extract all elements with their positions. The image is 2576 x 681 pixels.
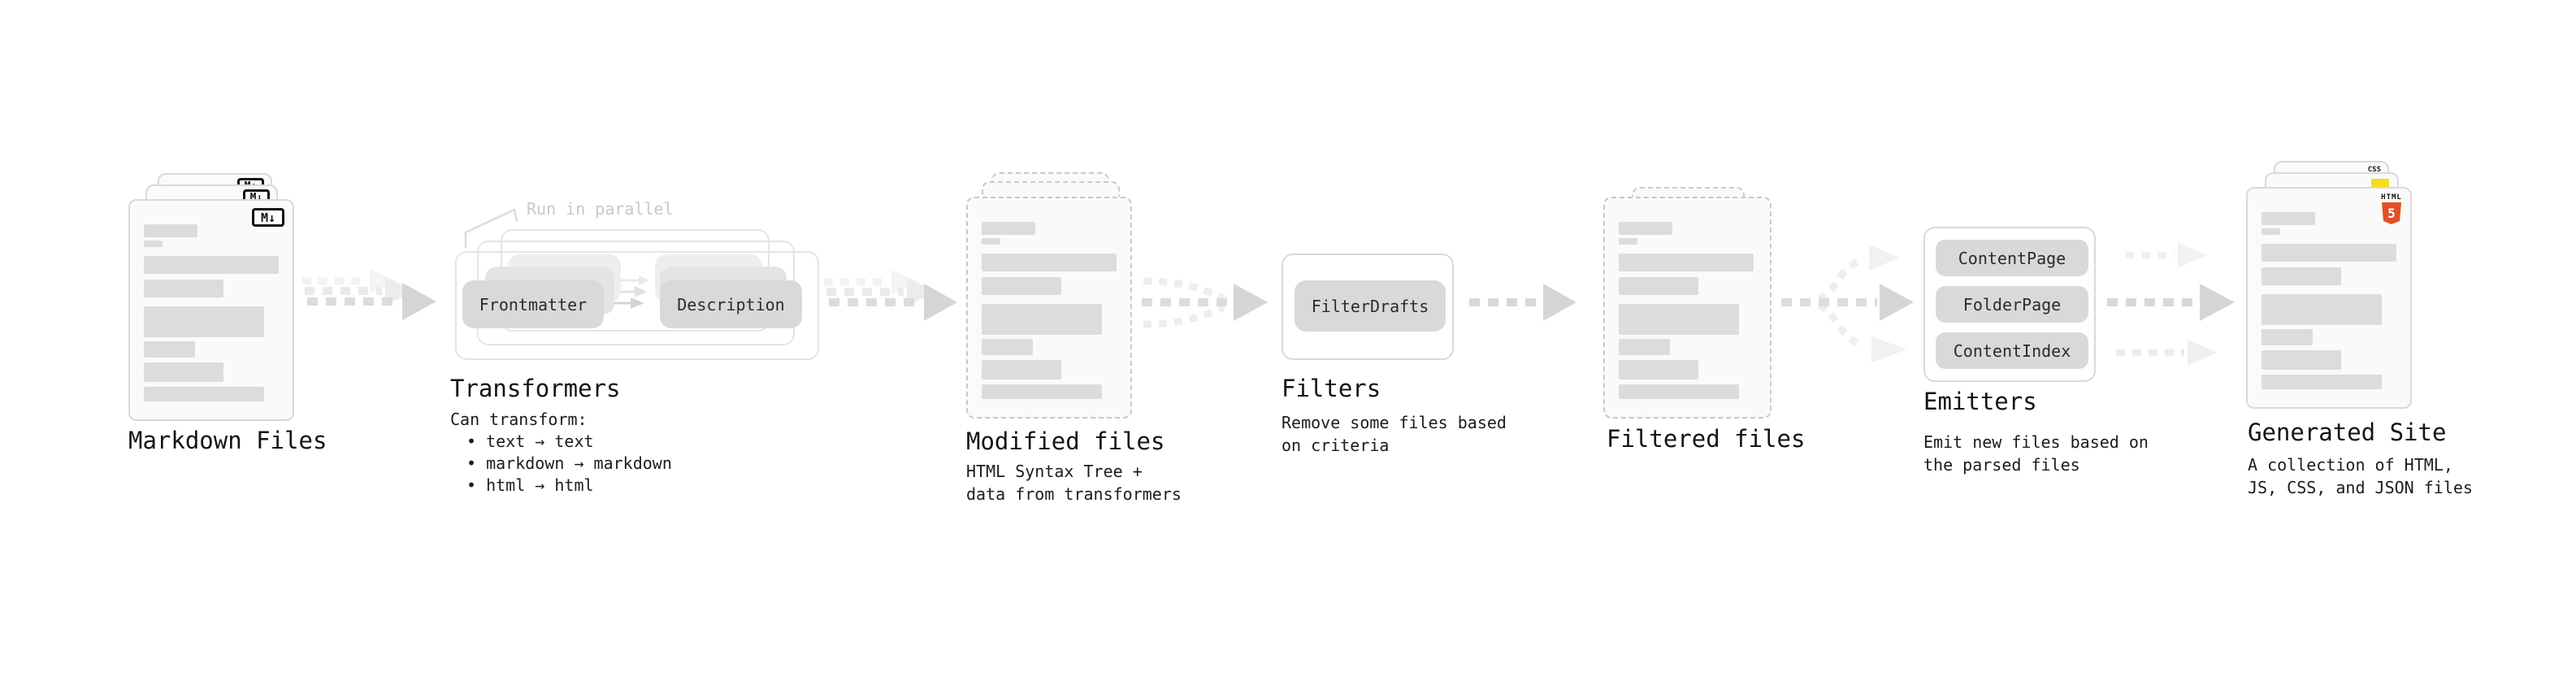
- transformer-pill-frontmatter: Frontmatter: [462, 280, 604, 328]
- stage-label-filtered-files: Filtered files: [1607, 425, 1806, 453]
- doc-text-bar: [2262, 228, 2280, 235]
- stage-label-modified-files: Modified files: [966, 427, 1165, 455]
- html5-icon-word: HTML: [2381, 193, 2402, 202]
- arrow-emitters-to-generated: [2107, 242, 2235, 366]
- stage-label-filters: Filters: [1281, 375, 1381, 402]
- doc-text-bar: [1619, 384, 1739, 399]
- bullet-item: • html → html: [466, 475, 594, 495]
- js-icon: [2371, 179, 2389, 187]
- transformer-pill-description: Description: [660, 280, 802, 328]
- run-in-parallel-annotation: Run in parallel: [527, 199, 674, 219]
- doc-text-bar: [2262, 294, 2382, 325]
- doc-text-bar: [2262, 329, 2313, 345]
- transformers-caption: Can transform: • text → text • markdown …: [450, 409, 672, 497]
- doc-text-bar: [2262, 350, 2341, 370]
- filters-card: FilterDrafts: [1281, 254, 1454, 360]
- doc-card: [966, 197, 1132, 419]
- caption-title: Can transform:: [450, 410, 588, 429]
- doc-text-bar: [144, 306, 264, 337]
- doc-text-bar: [2262, 375, 2382, 389]
- doc-text-bar: [982, 339, 1033, 355]
- doc-text-bar: [1619, 254, 1754, 271]
- stage-filtered-files: [1603, 187, 1806, 463]
- html5-icon-shield: 5: [2382, 202, 2401, 224]
- stage-markdown-files: M↓ M↓ M↓: [128, 159, 332, 436]
- markdown-icon: M↓: [252, 208, 284, 227]
- stage-modified-files: [966, 172, 1169, 449]
- filter-pill-filterdrafts: FilterDrafts: [1295, 280, 1446, 332]
- doc-card: HTML 5: [2246, 187, 2412, 409]
- doc-text-bar: [2262, 212, 2315, 225]
- doc-text-bar: [982, 277, 1061, 295]
- doc-text-bar: [1619, 277, 1698, 295]
- doc-text-bar: [2262, 244, 2396, 262]
- doc-text-skeleton: [1619, 222, 1756, 399]
- stage-label-transformers: Transformers: [450, 375, 621, 402]
- doc-text-bar: [144, 241, 163, 247]
- doc-text-bar: [144, 341, 195, 358]
- doc-text-skeleton: [2262, 212, 2396, 389]
- stage-generated-site: CSS HTML 5: [2246, 161, 2449, 437]
- doc-text-bar: [1619, 360, 1698, 380]
- doc-text-skeleton: [982, 222, 1117, 399]
- emitter-pill-contentindex: ContentIndex: [1936, 332, 2088, 369]
- doc-text-bar: [2262, 267, 2341, 285]
- doc-card: M↓: [128, 199, 294, 421]
- html5-icon-number: 5: [2387, 206, 2396, 221]
- doc-text-bar: [982, 254, 1117, 271]
- doc-text-bar: [982, 360, 1061, 380]
- doc-text-bar: [144, 224, 197, 237]
- emitters-caption: Emit new files based on the parsed files: [1923, 432, 2149, 475]
- emitter-pill-folderpage: FolderPage: [1936, 286, 2088, 323]
- emitter-pill-contentpage: ContentPage: [1936, 240, 2088, 276]
- doc-text-bar: [144, 280, 223, 297]
- stage-label-generated-site: Generated Site: [2248, 419, 2447, 446]
- doc-text-bar: [1619, 339, 1670, 355]
- modified-files-caption: HTML Syntax Tree + data from transformer…: [966, 462, 1182, 504]
- bullet-item: • text → text: [466, 432, 594, 451]
- arrow-filters-to-filtered: [1469, 284, 1576, 321]
- doc-text-bar: [144, 362, 223, 382]
- transformer-run-box: [455, 251, 819, 360]
- arrow-transformers-to-modified: [824, 270, 957, 321]
- doc-text-bar: [144, 256, 279, 274]
- emitters-card: ContentPage FolderPage ContentIndex: [1923, 227, 2096, 382]
- doc-text-bar: [982, 238, 1000, 245]
- filters-caption: Remove some files based on criteria: [1281, 413, 1507, 455]
- doc-text-skeleton: [144, 224, 279, 401]
- doc-text-bar: [1619, 238, 1637, 245]
- doc-card: [1603, 197, 1772, 419]
- doc-text-bar: [1619, 222, 1672, 235]
- generated-site-caption: A collection of HTML, JS, CSS, and JSON …: [2248, 455, 2473, 497]
- doc-text-bar: [982, 304, 1102, 335]
- bullet-item: • markdown → markdown: [466, 453, 672, 473]
- html5-icon: HTML 5: [2381, 194, 2402, 224]
- doc-text-bar: [144, 387, 264, 401]
- doc-text-bar: [982, 222, 1035, 235]
- stage-label-emitters: Emitters: [1923, 388, 2037, 415]
- doc-text-bar: [1619, 304, 1739, 335]
- doc-text-bar: [982, 384, 1102, 399]
- stage-label-markdown-files: Markdown Files: [128, 427, 327, 454]
